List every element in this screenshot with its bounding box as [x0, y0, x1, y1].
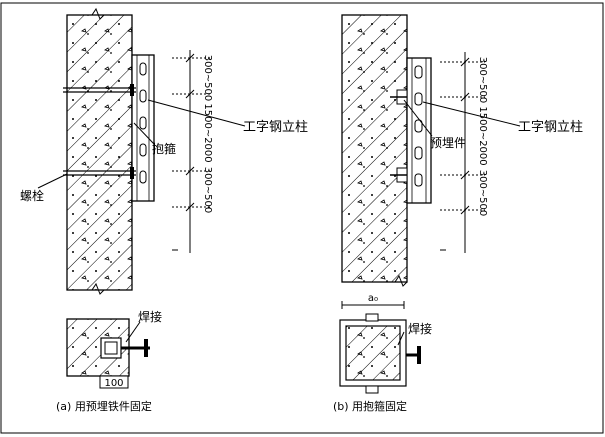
dim-bot-b: 300~500 [477, 170, 488, 217]
steel-column-b [406, 57, 432, 204]
dim-top-b: 300~500 [477, 57, 488, 104]
leader-column-a [147, 99, 246, 127]
label-weld-a: 焊接 [138, 309, 162, 324]
steel-column-a [131, 54, 155, 202]
leader-column-b [422, 101, 521, 127]
diagram-a: 300~500 1500~2000 300~500 工字钢立柱 抱箍 螺栓 焊接… [20, 7, 308, 413]
dimensions-a: 300~500 1500~2000 300~500 [172, 50, 213, 253]
wall-a [66, 7, 133, 295]
wall-b [341, 14, 408, 287]
detail-b: a₀ 焊接 [339, 293, 432, 394]
embedded-plates-b [390, 89, 408, 183]
label-bolt-a: 螺栓 [20, 188, 44, 203]
dim-detail-a: 100 [104, 378, 123, 389]
dim-bot-a: 300~500 [202, 167, 213, 214]
leader-weld-b [397, 331, 405, 346]
dim-detail-b: a₀ [368, 293, 378, 304]
label-hoop-a: 抱箍 [152, 141, 176, 156]
label-weld-b: 焊接 [408, 321, 432, 336]
label-column-a: 工字钢立柱 [243, 120, 308, 135]
caption-b: (b) 用抱箍固定 [333, 399, 407, 413]
dim-mid-b: 1500~2000 [477, 106, 488, 165]
label-embed-b: 预埋件 [430, 136, 466, 150]
label-column-b: 工字钢立柱 [518, 120, 583, 135]
dimensions-b: 300~500 1500~2000 300~500 [440, 52, 488, 253]
diagram-b: 300~500 1500~2000 300~500 工字钢立柱 预埋件 a₀ 焊… [333, 14, 583, 413]
dim-top-a: 300~500 [202, 55, 213, 102]
caption-a: (a) 用预埋铁件固定 [56, 399, 152, 413]
leader-hoop-a [133, 122, 155, 145]
leader-bolt-a [37, 173, 68, 189]
dim-mid-a: 1500~2000 [202, 103, 213, 162]
leader-weld-a [125, 321, 141, 343]
detail-a: 焊接 100 [66, 309, 162, 389]
leader-embed-b [403, 99, 433, 137]
